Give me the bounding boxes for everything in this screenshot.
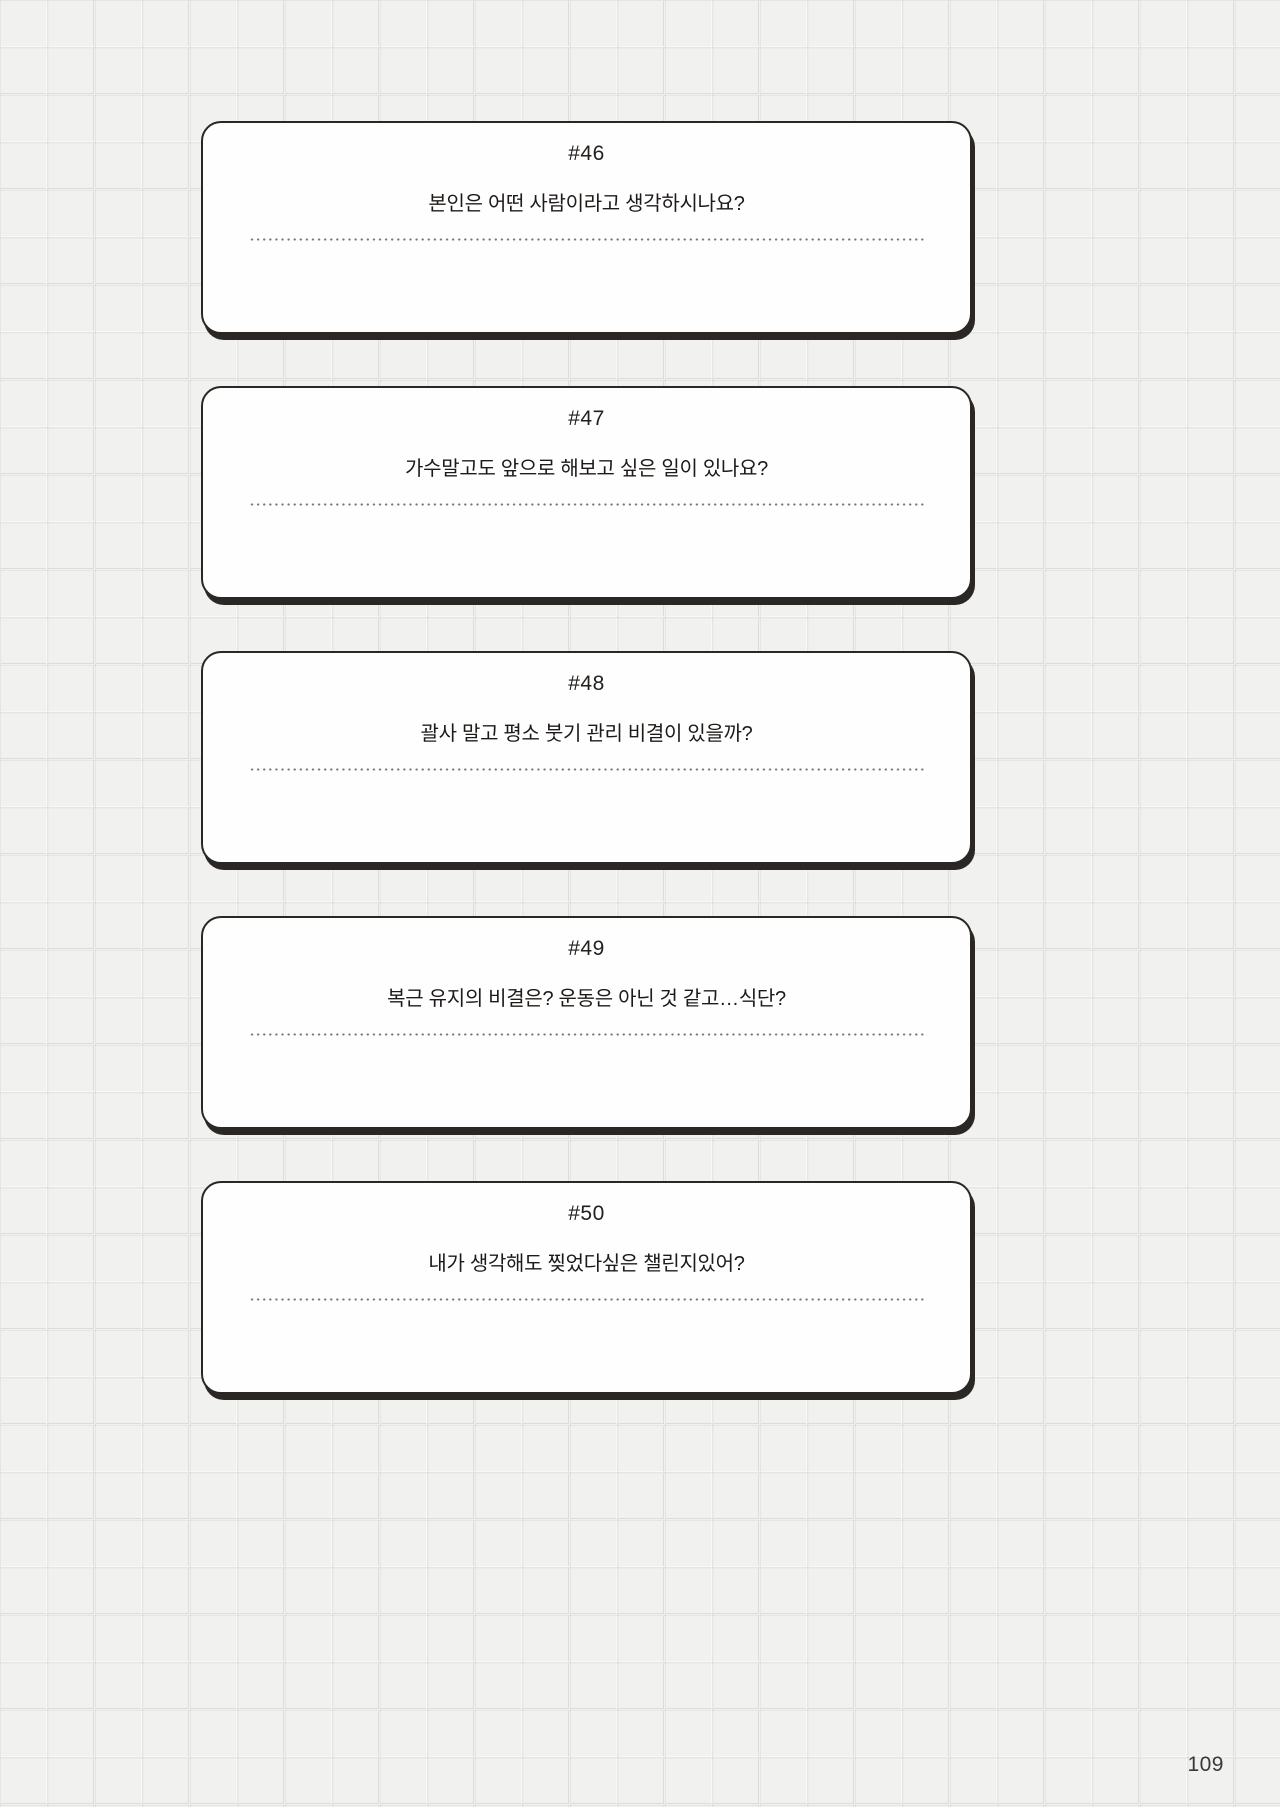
answer-write-line[interactable] <box>249 238 924 241</box>
question-card[interactable]: #49 복근 유지의 비결은? 운동은 아닌 것 같고…식단? <box>201 916 972 1129</box>
card-question-text: 복근 유지의 비결은? 운동은 아닌 것 같고…식단? <box>387 988 786 1010</box>
question-card[interactable]: #50 내가 생각해도 찢었다싶은 챌린지있어? <box>201 1181 972 1394</box>
answer-write-line[interactable] <box>249 503 924 506</box>
question-card[interactable]: #47 가수말고도 앞으로 해보고 싶은 일이 있나요? <box>201 386 972 599</box>
answer-write-line[interactable] <box>249 1298 924 1301</box>
card-number-label: #49 <box>568 937 605 960</box>
card-number-label: #47 <box>568 407 605 430</box>
question-card-list: #46 본인은 어떤 사람이라고 생각하시나요? #47 가수말고도 앞으로 해… <box>201 121 972 1446</box>
answer-write-line[interactable] <box>249 1033 924 1036</box>
card-question-text: 가수말고도 앞으로 해보고 싶은 일이 있나요? <box>405 458 768 480</box>
card-question-text: 괄사 말고 평소 붓기 관리 비결이 있을까? <box>420 723 753 745</box>
card-number-label: #46 <box>568 142 605 165</box>
question-card[interactable]: #48 괄사 말고 평소 붓기 관리 비결이 있을까? <box>201 651 972 864</box>
question-card[interactable]: #46 본인은 어떤 사람이라고 생각하시나요? <box>201 121 972 334</box>
answer-write-line[interactable] <box>249 768 924 771</box>
card-question-text: 내가 생각해도 찢었다싶은 챌린지있어? <box>428 1253 745 1275</box>
card-number-label: #50 <box>568 1202 605 1225</box>
card-question-text: 본인은 어떤 사람이라고 생각하시나요? <box>428 193 745 215</box>
page-number: 109 <box>1187 1753 1224 1776</box>
card-number-label: #48 <box>568 672 605 695</box>
